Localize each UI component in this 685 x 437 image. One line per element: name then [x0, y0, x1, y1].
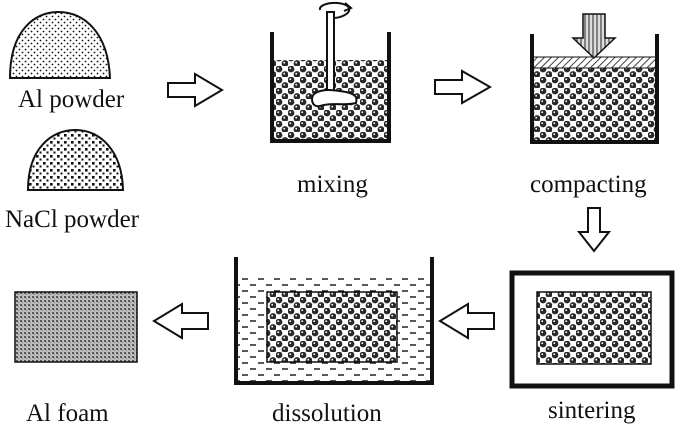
mixing-beaker: [270, 2, 391, 143]
arrow-left-icon: [438, 302, 495, 340]
stirrer-blade: [311, 89, 358, 108]
label-al-powder: Al powder: [18, 86, 125, 113]
label-sintering: sintering: [548, 397, 636, 424]
al-powder-pile: [8, 10, 112, 79]
al-foam-block: [14, 291, 138, 363]
press-arrow-icon: [571, 13, 617, 60]
compacting-die: [530, 13, 659, 144]
label-compacting: compacting: [530, 171, 647, 198]
arrow-down-icon: [576, 207, 612, 253]
label-al-foam: Al foam: [26, 400, 109, 427]
label-mixing: mixing: [297, 171, 368, 198]
label-nacl-powder: NaCl powder: [5, 206, 139, 233]
dissolution-bath: [234, 257, 434, 385]
label-dissolution: dissolution: [272, 400, 382, 427]
nacl-powder-pile: [26, 128, 125, 191]
arrow-left-icon: [152, 302, 209, 340]
sintering-furnace: [509, 270, 675, 389]
arrow-right-icon: [167, 72, 224, 108]
arrow-right-icon: [434, 69, 493, 105]
